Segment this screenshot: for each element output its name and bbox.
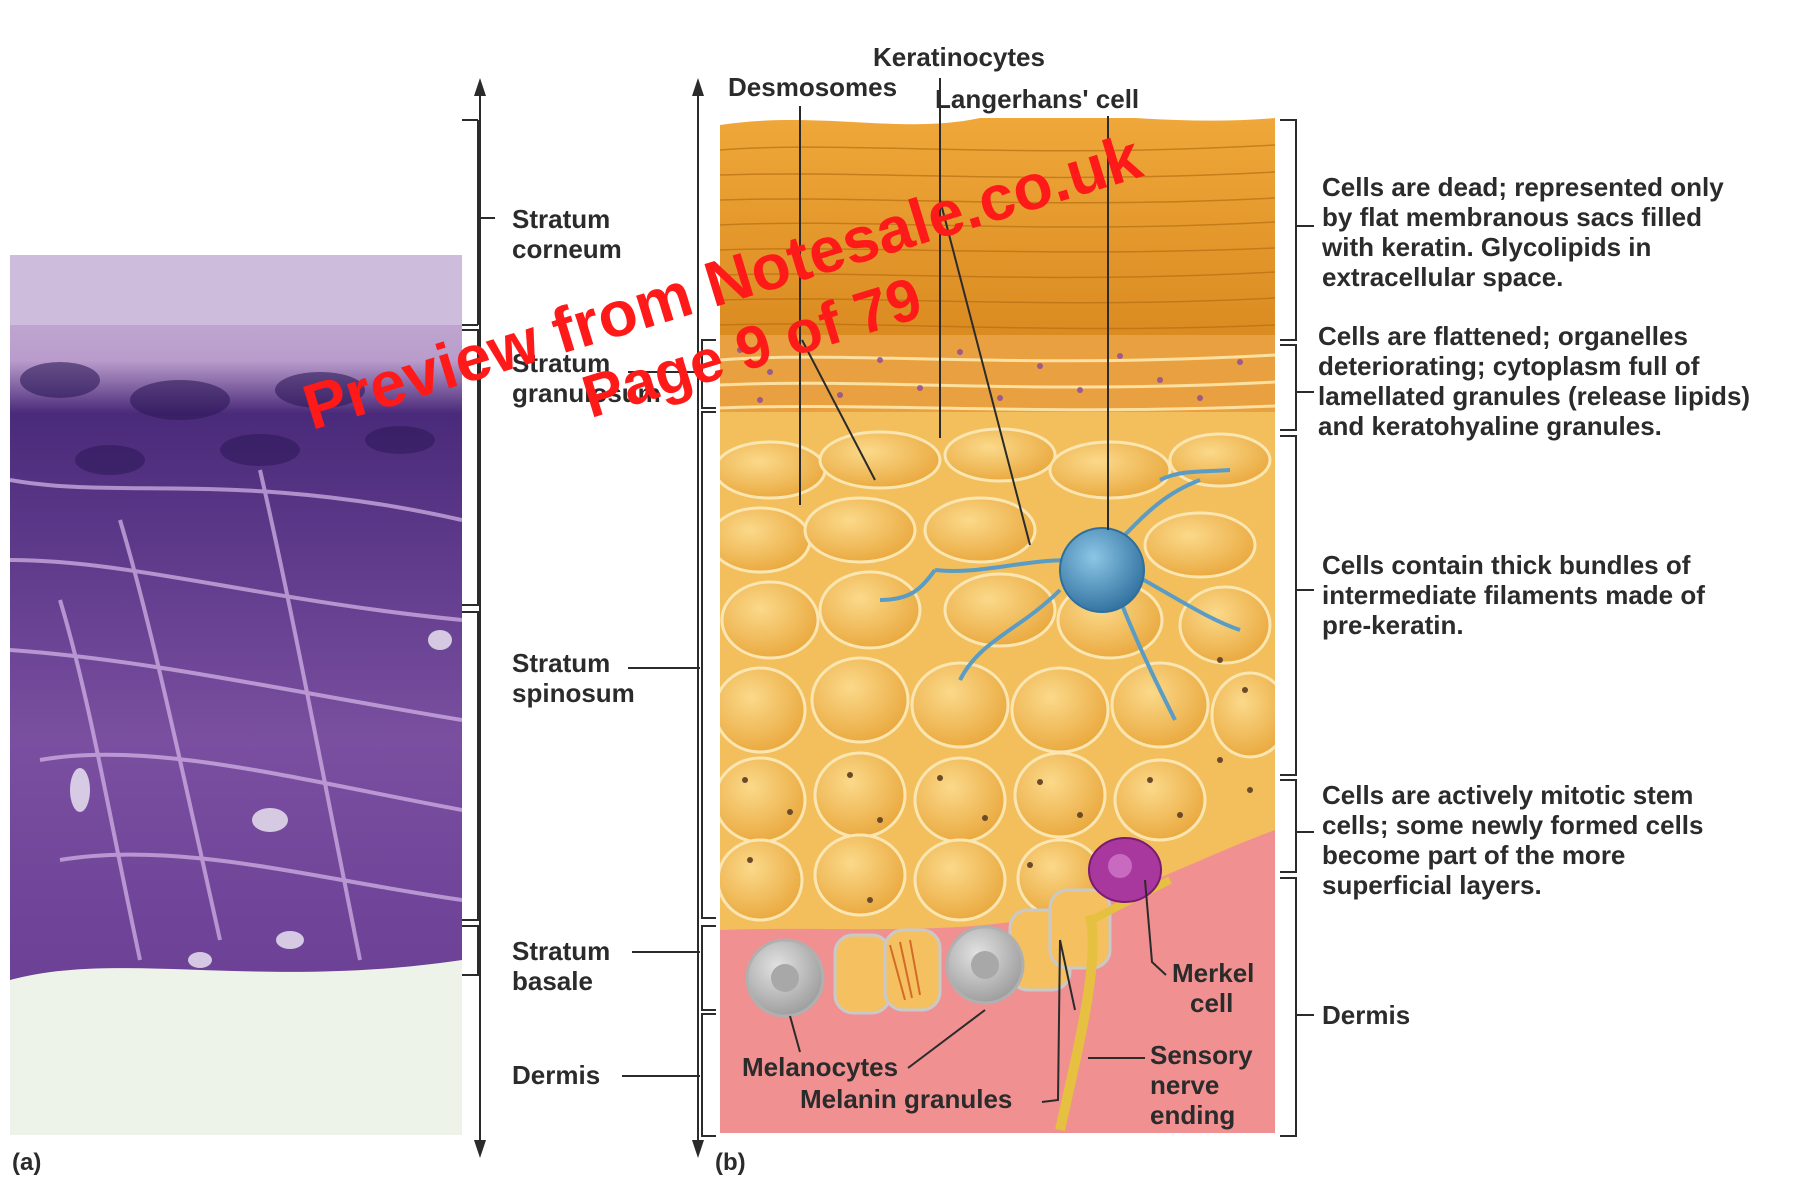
panel-b-label: (b) <box>715 1149 746 1176</box>
melanocytes-label: Melanocytes <box>742 1052 898 1082</box>
layer-descriptions: Cells are dead; represented only by flat… <box>1318 172 1757 1030</box>
layer-corneum-label: Stratum corneum <box>512 204 622 264</box>
spinosum-description: Cells contain thick bundles of intermedi… <box>1322 550 1712 640</box>
corneum-description: Cells are dead; represented only by flat… <box>1321 172 1731 292</box>
basale-description: Cells are actively mitotic stem cells; s… <box>1322 780 1711 900</box>
langerhans-label: Langerhans' cell <box>935 84 1139 114</box>
desmosomes-label: Desmosomes <box>728 72 897 102</box>
panel-a-label: (a) <box>12 1149 41 1176</box>
layer-basale-label: Stratum basale <box>512 936 617 996</box>
layer-spinosum-label: Stratum spinosum <box>512 648 635 708</box>
granulosum-description: Cells are flattened; organelles deterior… <box>1318 321 1757 441</box>
description-brackets <box>1280 120 1314 1136</box>
dermis-description: Dermis <box>1322 1000 1410 1030</box>
keratinocytes-label: Keratinocytes <box>873 42 1045 72</box>
layer-scale-b <box>692 78 716 1158</box>
layer-dermis-label: Dermis <box>512 1060 600 1090</box>
melanin-granules-label: Melanin granules <box>800 1084 1012 1114</box>
layer-scale-a <box>462 78 495 1158</box>
